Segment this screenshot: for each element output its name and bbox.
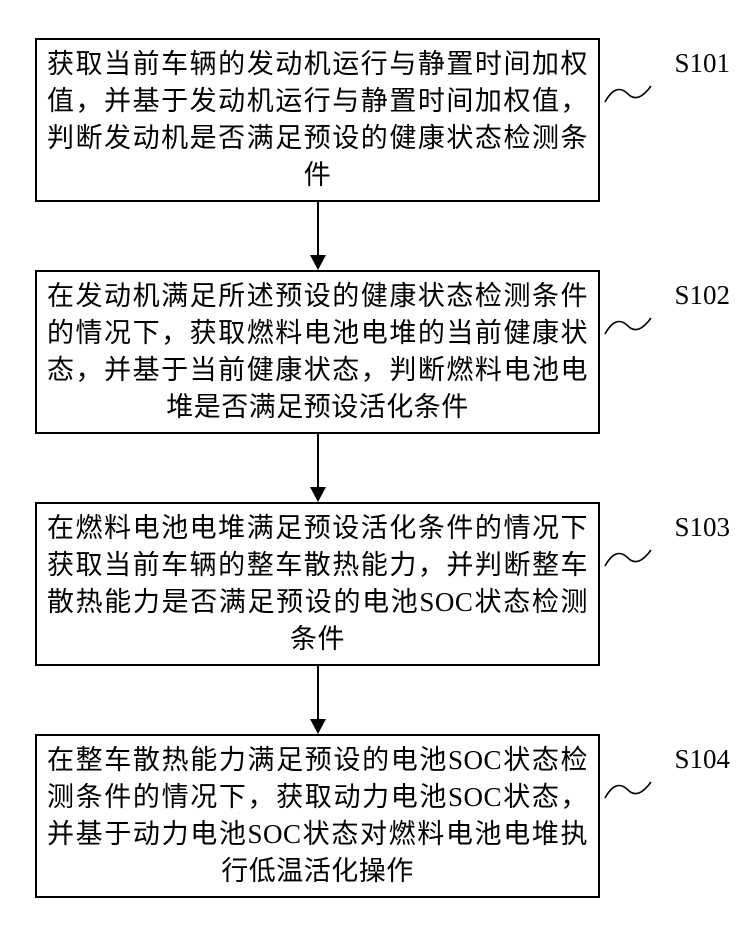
flow-row-3: 在燃料电池电堆满足预设活化条件的情况下获取当前车辆的整车散热能力，并判断整车散热… [0,502,745,666]
arrow-line-icon [316,434,319,487]
flow-row-2: 在发动机满足所述预设的健康状态检测条件的情况下，获取燃料电池电堆的当前健康状态，… [0,270,745,434]
flow-row-1: 获取当前车辆的发动机运行与静置时间加权值，并基于发动机运行与静置时间加权值，判断… [0,38,745,202]
arrow-head-icon [309,255,326,270]
step-label-group-s104: S104 [602,744,742,824]
down-arrow-3 [35,666,600,734]
step-label-s104: S104 [674,744,730,774]
down-arrow-1 [35,202,600,270]
arrow-head-icon [309,719,326,734]
flow-step-box-2: 在发动机满足所述预设的健康状态检测条件的情况下，获取燃料电池电堆的当前健康状态，… [35,270,600,434]
flow-step-text-3: 在燃料电池电堆满足预设活化条件的情况下获取当前车辆的整车散热能力，并判断整车散热… [47,513,588,654]
step-label-group-s102: S102 [602,280,742,360]
step-label-s101: S101 [674,48,730,78]
squiggle-connector-icon [604,317,652,335]
flow-step-text-4: 在整车散热能力满足预设的电池SOC状态检测条件的情况下，获取动力电池SOC状态，… [47,745,588,886]
flow-row-4: 在整车散热能力满足预设的电池SOC状态检测条件的情况下，获取动力电池SOC状态，… [0,734,745,898]
flow-step-box-1: 获取当前车辆的发动机运行与静置时间加权值，并基于发动机运行与静置时间加权值，判断… [35,38,600,202]
squiggle-connector-icon [604,85,652,103]
down-arrow-2 [35,434,600,502]
arrow-head-icon [309,487,326,502]
squiggle-connector-icon [604,549,652,567]
step-label-group-s103: S103 [602,512,742,592]
step-label-group-s101: S101 [602,48,742,128]
arrow-line-icon [316,202,319,255]
flow-step-box-3: 在燃料电池电堆满足预设活化条件的情况下获取当前车辆的整车散热能力，并判断整车散热… [35,502,600,666]
step-label-s103: S103 [674,512,730,542]
flow-step-text-2: 在发动机满足所述预设的健康状态检测条件的情况下，获取燃料电池电堆的当前健康状态，… [47,281,588,422]
flow-step-box-4: 在整车散热能力满足预设的电池SOC状态检测条件的情况下，获取动力电池SOC状态，… [35,734,600,898]
flow-step-text-1: 获取当前车辆的发动机运行与静置时间加权值，并基于发动机运行与静置时间加权值，判断… [47,49,588,190]
arrow-line-icon [316,666,319,719]
squiggle-connector-icon [604,781,652,799]
step-label-s102: S102 [674,280,730,310]
